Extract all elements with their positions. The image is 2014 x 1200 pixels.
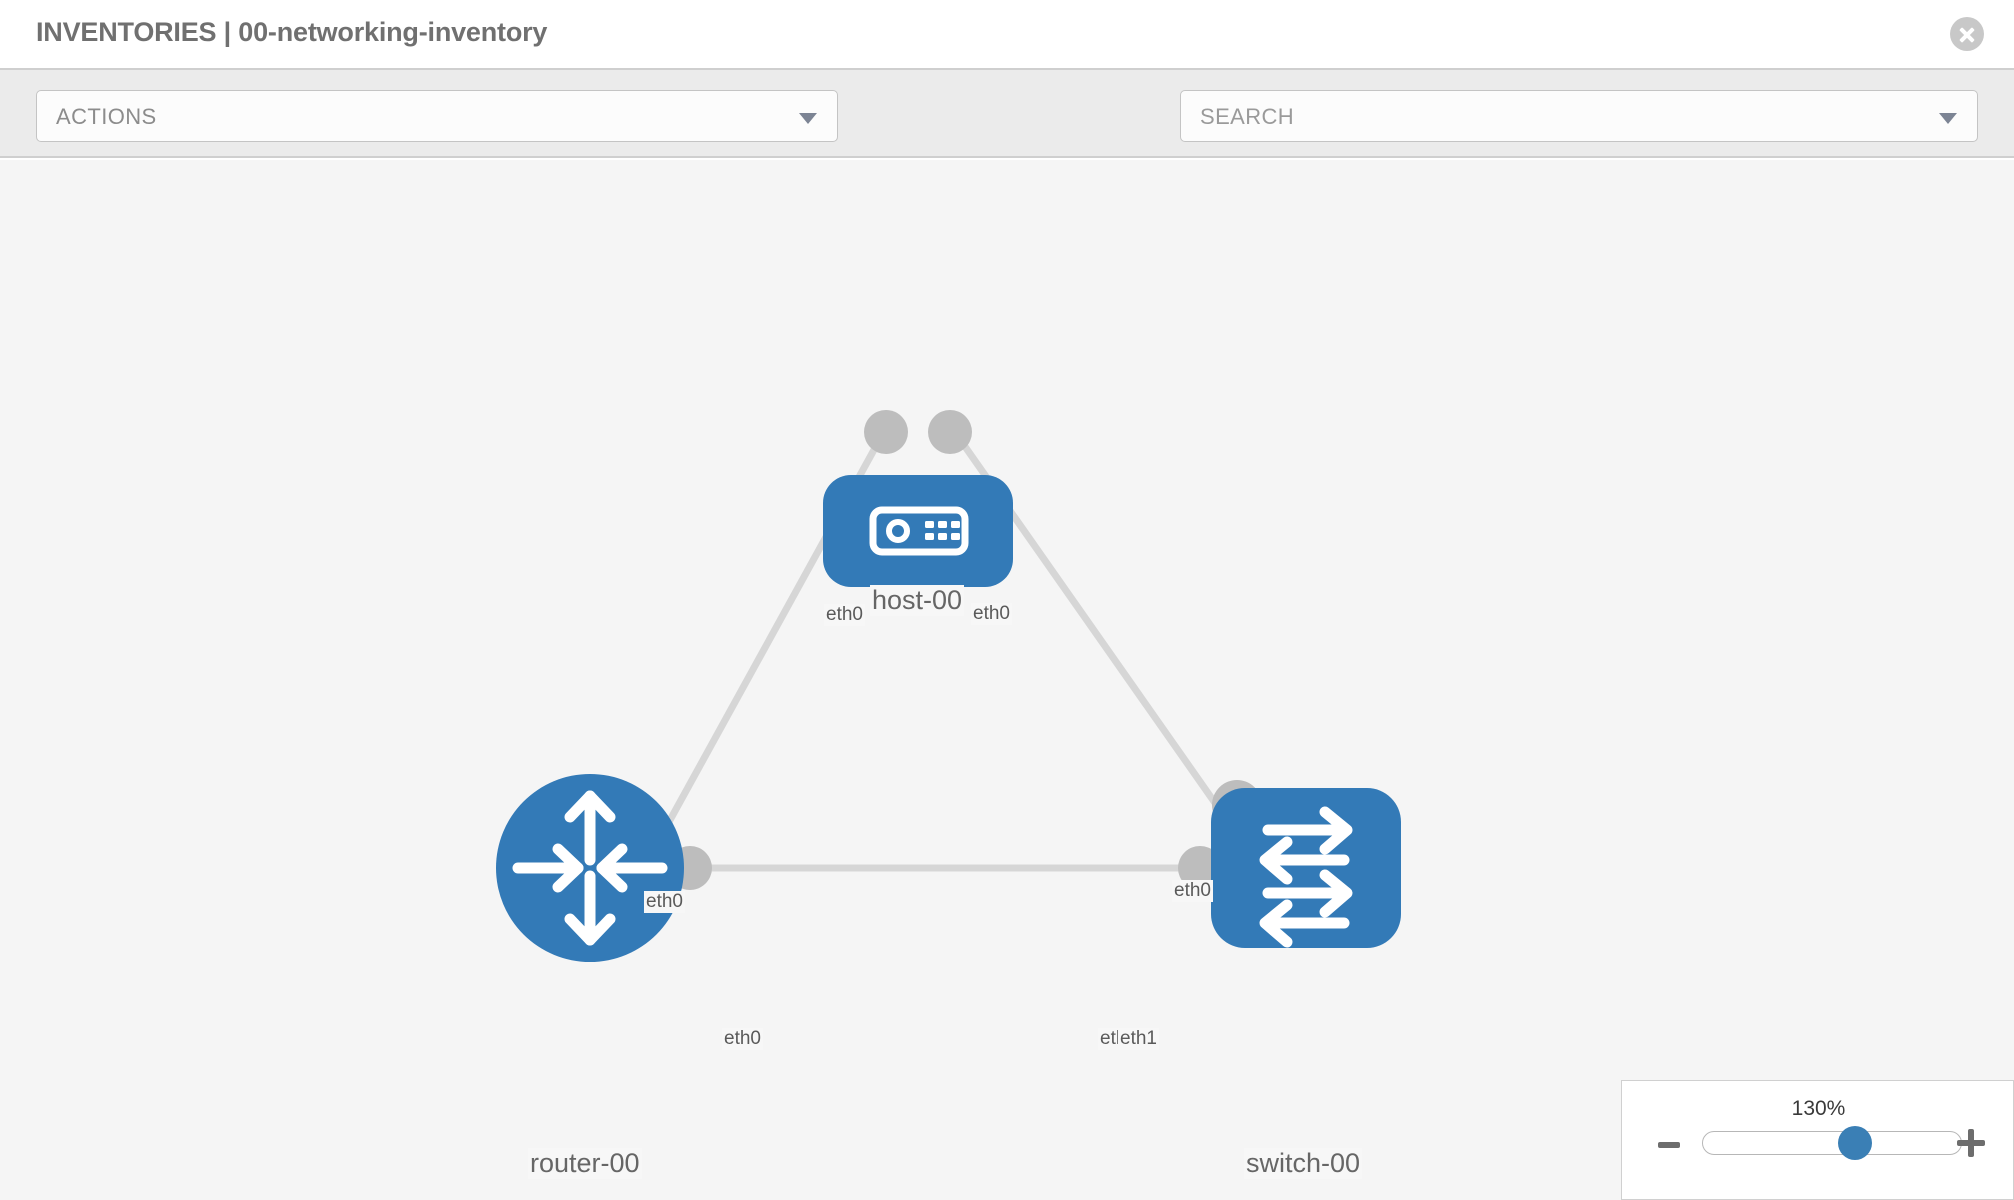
plus-icon[interactable] <box>1957 1129 1985 1157</box>
iface-label: eth0 <box>971 603 1012 625</box>
node-label-switch: switch-00 <box>1244 1148 1363 1179</box>
topology-graph <box>496 410 1401 962</box>
iface-label: eth0 <box>824 604 865 626</box>
node-switch-00[interactable] <box>1211 788 1401 948</box>
port-host-right <box>928 410 972 454</box>
page-header: INVENTORIES | 00-networking-inventory <box>0 0 2014 68</box>
toolbar: ACTIONS SEARCH <box>0 68 2014 194</box>
search-placeholder: SEARCH <box>1200 104 1295 129</box>
minus-icon[interactable] <box>1658 1142 1680 1148</box>
iface-label: eth0 <box>1172 880 1213 902</box>
close-icon[interactable] <box>1950 17 1984 51</box>
zoom-control-panel: 130% <box>1621 1080 2014 1200</box>
search-input[interactable]: SEARCH <box>1180 90 1978 142</box>
iface-label: eth0 <box>722 1028 763 1050</box>
zoom-slider-track[interactable] <box>1702 1131 1962 1155</box>
node-host-00[interactable] <box>823 475 1013 587</box>
node-label-router: router-00 <box>528 1148 642 1179</box>
node-label-host: host-00 <box>870 585 965 616</box>
topology-canvas[interactable]: eth0 host-00 eth0 eth0 eth0 eth0 eth0 et… <box>0 160 2014 1200</box>
node-router-00[interactable] <box>496 774 684 962</box>
actions-dropdown[interactable]: ACTIONS <box>36 90 838 142</box>
zoom-slider-thumb[interactable] <box>1837 1126 1872 1160</box>
port-host-left <box>864 410 908 454</box>
page-title: INVENTORIES | 00-networking-inventory <box>36 17 548 47</box>
iface-label: eth1 <box>1118 1028 1159 1050</box>
iface-label: eth0 <box>644 891 685 913</box>
chevron-down-icon <box>799 113 817 124</box>
zoom-level-value: 130% <box>1791 1097 1846 1120</box>
actions-dropdown-label: ACTIONS <box>56 104 157 129</box>
chevron-down-icon[interactable] <box>1939 113 1957 124</box>
